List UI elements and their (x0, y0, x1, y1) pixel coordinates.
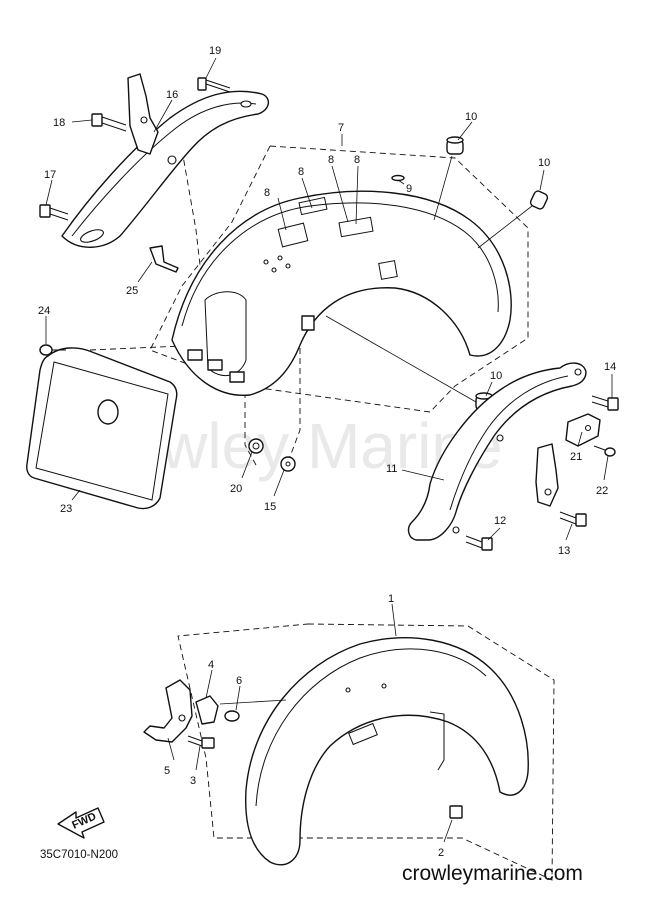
callout-8-b: 8 (298, 166, 304, 178)
clamp-4[interactable] (195, 695, 219, 725)
rail-bracket-left[interactable] (127, 73, 159, 155)
grommet-10-right[interactable] (529, 190, 549, 210)
screw-6[interactable] (224, 710, 240, 722)
callout-19: 19 (209, 45, 221, 57)
callout-21: 21 (570, 451, 582, 463)
callout-25: 25 (126, 285, 138, 297)
front-fender[interactable] (245, 637, 529, 866)
nut-20[interactable] (248, 438, 264, 454)
bolt-19[interactable] (197, 77, 231, 93)
callout-8-c: 8 (328, 154, 334, 166)
clip-9[interactable] (391, 174, 405, 182)
bolt-14[interactable] (591, 395, 619, 411)
website-label[interactable]: crowleymarine.com (402, 862, 583, 885)
callout-3: 3 (190, 775, 196, 787)
callout-labels: 19 16 18 17 7 8 8 8 8 9 10 10 25 24 10 1… (38, 45, 616, 859)
callout-20: 20 (230, 483, 242, 495)
screw-22[interactable] (593, 445, 616, 457)
leader-grommet-top (433, 155, 453, 221)
reflector-21[interactable] (565, 413, 601, 447)
callout-9: 9 (406, 183, 412, 195)
bolt-2[interactable] (449, 805, 463, 819)
rear-fender[interactable] (171, 190, 512, 396)
callout-1: 1 (388, 593, 394, 605)
callout-6: 6 (236, 675, 242, 687)
bolt-12[interactable] (465, 535, 493, 551)
callout-18: 18 (53, 117, 65, 129)
callout-5: 5 (164, 765, 170, 777)
bolt-3[interactable] (187, 735, 215, 749)
callout-13: 13 (558, 545, 570, 557)
bolt-18[interactable] (91, 113, 127, 132)
callout-11: 11 (386, 463, 397, 475)
bolt-13[interactable] (559, 511, 587, 527)
callout-22: 22 (596, 485, 608, 497)
callout-10-top: 10 (465, 111, 477, 123)
grab-rail-right[interactable] (407, 362, 587, 541)
callout-10-right: 10 (538, 157, 550, 169)
rear-fender-group-outline (149, 145, 529, 413)
rail-bracket-right[interactable] (535, 443, 559, 507)
leader-grommet-right (477, 205, 533, 249)
leader-bracket-assembly (219, 699, 287, 705)
callout-14: 14 (604, 361, 616, 373)
leader-grommet-lower (325, 315, 477, 403)
callout-10-lower: 10 (490, 370, 502, 382)
fwd-arrow-icon: FWD (57, 807, 105, 839)
leader-lines (45, 57, 613, 843)
grommet-10-top[interactable] (446, 136, 464, 155)
bolt-17[interactable] (39, 204, 69, 221)
callout-23: 23 (60, 503, 72, 515)
callout-17: 17 (44, 169, 56, 181)
callout-7: 7 (338, 122, 344, 134)
callout-16: 16 (166, 89, 178, 101)
callout-15: 15 (264, 501, 276, 513)
bracket-25[interactable] (149, 245, 179, 273)
cover-23[interactable] (26, 347, 178, 510)
bolt-dashed-line (244, 392, 257, 466)
callout-2: 2 (438, 847, 444, 859)
handle-mount-dashed-line (181, 149, 205, 301)
washer-15[interactable] (280, 456, 296, 472)
front-fender-group-outline (177, 623, 555, 881)
callout-4: 4 (208, 659, 214, 671)
nut-dashed-line (287, 318, 301, 463)
diagram-code: 35C7010-N200 (40, 849, 118, 861)
callout-12: 12 (494, 515, 506, 527)
callout-8-a: 8 (264, 187, 270, 199)
callout-24: 24 (38, 305, 50, 317)
screw-24[interactable] (39, 344, 66, 356)
callout-8-d: 8 (354, 154, 360, 166)
bracket-5[interactable] (143, 679, 193, 743)
